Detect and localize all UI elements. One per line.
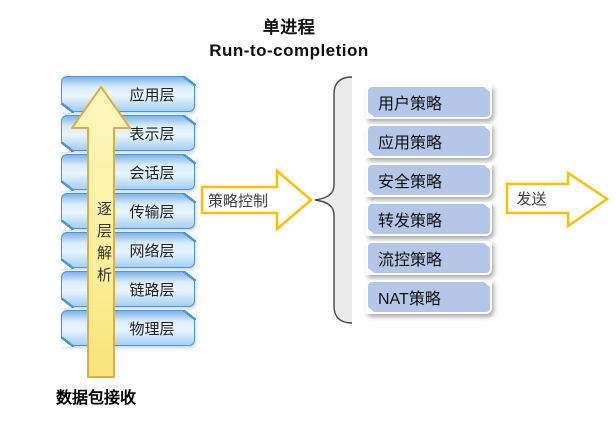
diagram-title: 单进程 Run-to-completion xyxy=(129,16,449,62)
send-arrow-label: 发送 xyxy=(516,190,547,208)
send-arrow xyxy=(505,170,610,229)
policy-box-forwarding: 转发策略 xyxy=(366,202,492,236)
osi-layer-box-network: 网络层 xyxy=(60,231,196,269)
osi-layer-label: 传输层 xyxy=(129,203,175,221)
policy-box-security: 安全策略 xyxy=(366,163,492,197)
osi-layer-box-session: 会话层 xyxy=(60,153,196,191)
osi-layer-box-transport: 传输层 xyxy=(60,192,196,230)
osi-layer-label: 链路层 xyxy=(129,281,175,299)
osi-layer-stack: 应用层 表示层 会话层 传输层 网络层 链路层 物理层 xyxy=(60,75,196,347)
policy-control-arrow xyxy=(200,168,313,232)
policy-label: 流控策略 xyxy=(378,252,443,269)
left-brace xyxy=(314,76,353,324)
policy-box-user: 用户策略 xyxy=(366,85,492,119)
policy-label: 用户策略 xyxy=(378,96,443,113)
policy-label: 转发策略 xyxy=(378,213,443,230)
osi-layer-box-presentation: 表示层 xyxy=(60,114,196,152)
title-line-2: Run-to-completion xyxy=(209,41,369,60)
policy-label: 安全策略 xyxy=(378,174,443,191)
packet-receive-label: 数据包接收 xyxy=(56,390,137,407)
policy-label: 应用策略 xyxy=(378,135,443,152)
parse-arrow-label: 逐层解析 xyxy=(95,201,112,289)
policy-control-arrow-label: 策略控制 xyxy=(207,192,268,210)
osi-layer-box-application: 应用层 xyxy=(60,75,196,113)
osi-layer-label: 会话层 xyxy=(129,164,175,182)
osi-layer-box-link: 链路层 xyxy=(60,270,196,308)
osi-layer-label: 应用层 xyxy=(129,86,175,104)
osi-layer-label: 表示层 xyxy=(129,125,175,143)
policy-stack: 用户策略 应用策略 安全策略 转发策略 流控策略 NAT策略 xyxy=(366,85,492,314)
policy-box-application: 应用策略 xyxy=(366,124,492,158)
policy-box-nat: NAT策略 xyxy=(366,280,492,314)
title-line-1: 单进程 xyxy=(262,18,316,37)
osi-layer-label: 网络层 xyxy=(129,242,175,260)
policy-box-flow-control: 流控策略 xyxy=(366,241,492,275)
osi-layer-label: 物理层 xyxy=(129,320,175,338)
policy-label: NAT策略 xyxy=(378,291,441,308)
osi-layer-box-physical: 物理层 xyxy=(60,309,196,347)
parse-up-arrow xyxy=(71,86,131,378)
